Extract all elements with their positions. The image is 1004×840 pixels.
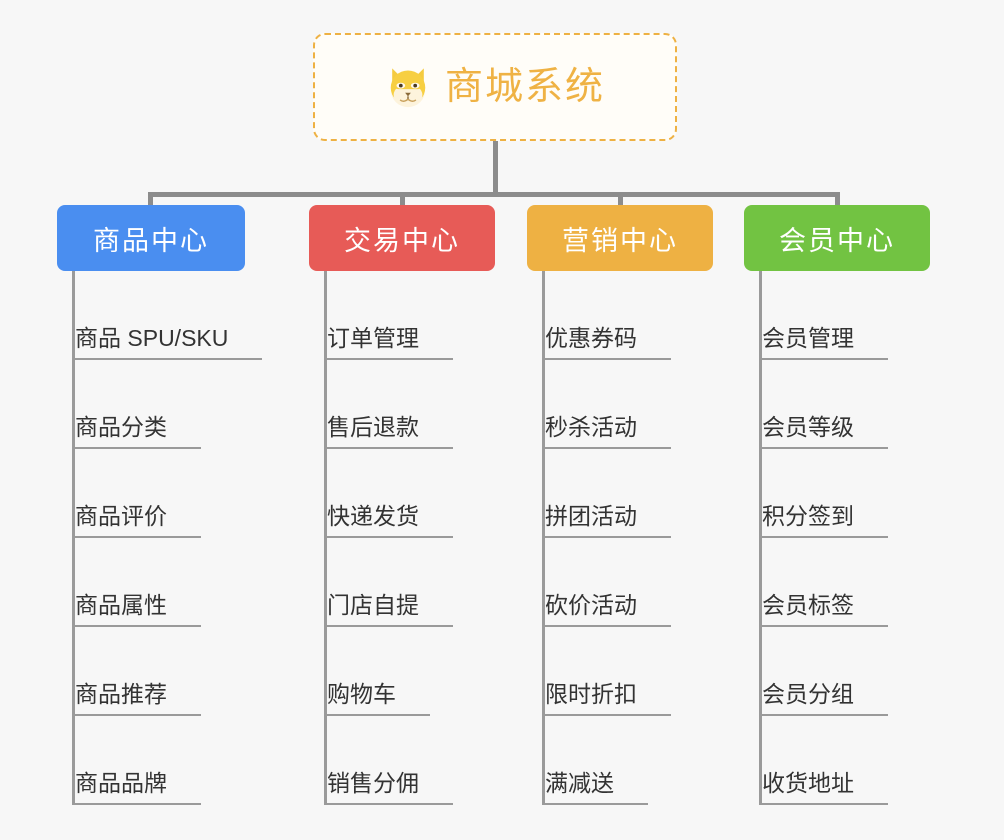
list-item-label: 会员管理 bbox=[762, 325, 888, 360]
list-item[interactable]: 售后退款 bbox=[309, 360, 495, 449]
category-spine-1 bbox=[72, 271, 75, 805]
category-spine-2 bbox=[324, 271, 327, 805]
list-item[interactable]: 商品属性 bbox=[57, 538, 262, 627]
list-item[interactable]: 商品推荐 bbox=[57, 627, 262, 716]
list-item-label: 砍价活动 bbox=[545, 592, 671, 627]
category-header-4[interactable]: 会员中心 bbox=[744, 205, 930, 271]
list-item[interactable]: 优惠券码 bbox=[527, 271, 713, 360]
list-item-label: 订单管理 bbox=[327, 325, 453, 360]
list-item-label: 快递发货 bbox=[327, 503, 453, 538]
list-item[interactable]: 商品 SPU/SKU bbox=[57, 271, 263, 360]
list-item-label: 会员标签 bbox=[762, 592, 888, 627]
list-item-label: 积分签到 bbox=[762, 503, 888, 538]
connector-drop-1 bbox=[148, 192, 153, 210]
list-item[interactable]: 满减送 bbox=[527, 716, 713, 805]
list-item-label: 商品推荐 bbox=[75, 681, 201, 716]
category-header-3[interactable]: 营销中心 bbox=[527, 205, 713, 271]
list-item[interactable]: 会员管理 bbox=[744, 271, 930, 360]
list-item-label: 限时折扣 bbox=[545, 681, 671, 716]
category-items-3: 优惠券码 秒杀活动 拼团活动 砍价活动 限时折扣 满减送 bbox=[527, 271, 713, 805]
list-item[interactable]: 会员等级 bbox=[744, 360, 930, 449]
category-column-2: 交易中心 订单管理 售后退款 快递发货 门店自提 购物车 销售分佣 bbox=[309, 205, 495, 805]
category-items-4: 会员管理 会员等级 积分签到 会员标签 会员分组 收货地址 bbox=[744, 271, 930, 805]
connector-drop-4 bbox=[835, 192, 840, 210]
connector-drop-3 bbox=[618, 192, 623, 210]
list-item[interactable]: 门店自提 bbox=[309, 538, 495, 627]
list-item[interactable]: 订单管理 bbox=[309, 271, 495, 360]
list-item[interactable]: 商品分类 bbox=[57, 360, 262, 449]
category-column-1: 商品中心 商品 SPU/SKU 商品分类 商品评价 商品属性 商品推荐 商品品牌 bbox=[57, 205, 263, 805]
list-item-label: 购物车 bbox=[327, 681, 430, 716]
list-item-label: 销售分佣 bbox=[327, 770, 453, 805]
list-item-label: 售后退款 bbox=[327, 414, 453, 449]
list-item[interactable]: 积分签到 bbox=[744, 449, 930, 538]
list-item[interactable]: 商品评价 bbox=[57, 449, 262, 538]
list-item-label: 商品品牌 bbox=[75, 770, 201, 805]
list-item-label: 商品 SPU/SKU bbox=[75, 325, 263, 360]
list-item[interactable]: 会员标签 bbox=[744, 538, 930, 627]
list-item-label: 秒杀活动 bbox=[545, 414, 671, 449]
list-item-label: 门店自提 bbox=[327, 592, 453, 627]
list-item[interactable]: 购物车 bbox=[309, 627, 495, 716]
list-item[interactable]: 商品品牌 bbox=[57, 716, 262, 805]
connector-horizontal-bar bbox=[148, 192, 840, 197]
category-header-2[interactable]: 交易中心 bbox=[309, 205, 495, 271]
list-item[interactable]: 销售分佣 bbox=[309, 716, 495, 805]
category-column-4: 会员中心 会员管理 会员等级 积分签到 会员标签 会员分组 收货地址 bbox=[744, 205, 930, 805]
list-item-label: 商品属性 bbox=[75, 592, 201, 627]
category-spine-3 bbox=[542, 271, 545, 805]
category-items-1: 商品 SPU/SKU 商品分类 商品评价 商品属性 商品推荐 商品品牌 bbox=[57, 271, 263, 805]
connector-root-stem bbox=[493, 141, 498, 195]
list-item-label: 收货地址 bbox=[762, 770, 888, 805]
root-title: 商城系统 bbox=[444, 66, 605, 108]
category-items-2: 订单管理 售后退款 快递发货 门店自提 购物车 销售分佣 bbox=[309, 271, 495, 805]
list-item[interactable]: 快递发货 bbox=[309, 449, 495, 538]
list-item-label: 会员等级 bbox=[762, 414, 888, 449]
list-item[interactable]: 拼团活动 bbox=[527, 449, 713, 538]
list-item-label: 优惠券码 bbox=[545, 325, 671, 360]
list-item-label: 商品评价 bbox=[75, 503, 201, 538]
category-spine-4 bbox=[759, 271, 762, 805]
list-item-label: 商品分类 bbox=[75, 414, 201, 449]
root-node[interactable]: 商城系统 bbox=[313, 33, 677, 141]
list-item-label: 会员分组 bbox=[762, 681, 888, 716]
dog-face-icon bbox=[390, 68, 426, 108]
list-item[interactable]: 会员分组 bbox=[744, 627, 930, 716]
list-item-label: 拼团活动 bbox=[545, 503, 671, 538]
list-item[interactable]: 秒杀活动 bbox=[527, 360, 713, 449]
list-item-label: 满减送 bbox=[545, 770, 648, 805]
category-header-1[interactable]: 商品中心 bbox=[57, 205, 245, 271]
list-item[interactable]: 收货地址 bbox=[744, 716, 930, 805]
category-column-3: 营销中心 优惠券码 秒杀活动 拼团活动 砍价活动 限时折扣 满减送 bbox=[527, 205, 713, 805]
list-item[interactable]: 限时折扣 bbox=[527, 627, 713, 716]
list-item[interactable]: 砍价活动 bbox=[527, 538, 713, 627]
connector-drop-2 bbox=[400, 192, 405, 210]
